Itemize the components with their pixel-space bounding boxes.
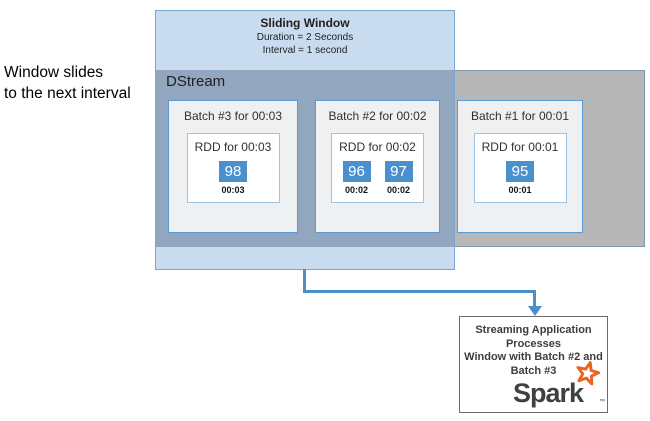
batch-1-cell-time: 00:01 xyxy=(508,185,532,195)
batch-2-box: Batch #2 for 00:02 RDD for 00:02 96 00:0… xyxy=(315,100,440,233)
batch-1-title: Batch #1 for 00:01 xyxy=(470,109,570,123)
batch-1-box: Batch #1 for 00:01 RDD for 00:01 95 00:0… xyxy=(457,100,583,233)
sliding-window-header: Sliding Window Duration = 2 Seconds Inte… xyxy=(155,15,455,57)
batch-3-box: Batch #3 for 00:03 RDD for 00:03 98 00:0… xyxy=(168,100,298,233)
side-note-line2: to the next interval xyxy=(4,85,131,102)
batch-2-cell-2-value: 97 xyxy=(384,161,413,182)
batch-1-cells: 95 00:01 xyxy=(475,161,566,195)
batch-1-cell: 95 00:01 xyxy=(506,161,534,195)
processor-line2: Processes xyxy=(505,337,562,350)
spark-star-icon xyxy=(576,361,601,386)
batch-3-title: Batch #3 for 00:03 xyxy=(183,109,283,123)
batch-2-rdd-box: RDD for 00:02 96 00:02 97 00:02 xyxy=(331,133,424,203)
batch-3-cells: 98 00:03 xyxy=(188,161,279,195)
sliding-window-interval: Interval = 1 second xyxy=(262,45,348,56)
arrow-segment-horizontal xyxy=(303,290,536,293)
batch-1-cell-value: 95 xyxy=(506,161,534,182)
spark-logo-text: Spark xyxy=(513,378,584,408)
batch-1-rdd-title: RDD for 00:01 xyxy=(481,140,559,154)
batch-3-cell-time: 00:03 xyxy=(221,185,245,195)
sliding-window-duration: Duration = 2 Seconds xyxy=(256,32,354,43)
side-note: Window slides to the next interval xyxy=(4,62,131,104)
batch-2-cell-1-value: 96 xyxy=(342,161,371,182)
processor-line3: Window with Batch #2 and xyxy=(464,351,603,363)
batch-3-cell: 98 00:03 xyxy=(219,161,247,195)
streaming-application-text: Streaming Application Processes Window w… xyxy=(460,324,607,378)
arrow-segment-vertical-1 xyxy=(303,269,306,292)
batch-2-title: Batch #2 for 00:02 xyxy=(328,109,427,123)
arrow-head-icon xyxy=(528,306,542,316)
sliding-window-overlay-top xyxy=(155,10,455,70)
batch-2-cell-2-time: 00:02 xyxy=(386,185,411,195)
batch-2-cells: 96 00:02 97 00:02 xyxy=(332,161,423,195)
batch-1-rdd-box: RDD for 00:01 95 00:01 xyxy=(473,133,567,203)
batch-2-cell-1-time: 00:02 xyxy=(344,185,369,195)
batch-3-rdd-title: RDD for 00:03 xyxy=(194,140,272,154)
batch-3-rdd-box: RDD for 00:03 98 00:03 xyxy=(186,133,280,203)
arrow-segment-vertical-2 xyxy=(533,290,536,307)
processor-line1: Streaming Application xyxy=(475,324,592,336)
batch-2-cell-1: 96 00:02 xyxy=(342,161,371,195)
batch-2-cell-2: 97 00:02 xyxy=(384,161,413,195)
batch-3-cell-value: 98 xyxy=(219,161,247,182)
streaming-application-box: Streaming Application Processes Window w… xyxy=(459,316,608,413)
sliding-window-title: Sliding Window xyxy=(260,16,350,30)
spark-logo-tm: ™ xyxy=(599,399,605,405)
sliding-window-overlay-bottom xyxy=(155,247,455,270)
dstream-label: DStream xyxy=(166,73,226,90)
spark-logo: Spark ™ xyxy=(513,361,605,409)
side-note-line1: Window slides xyxy=(4,64,104,81)
batch-2-rdd-title: RDD for 00:02 xyxy=(339,140,416,154)
processor-line4: Batch #3 xyxy=(510,364,557,377)
